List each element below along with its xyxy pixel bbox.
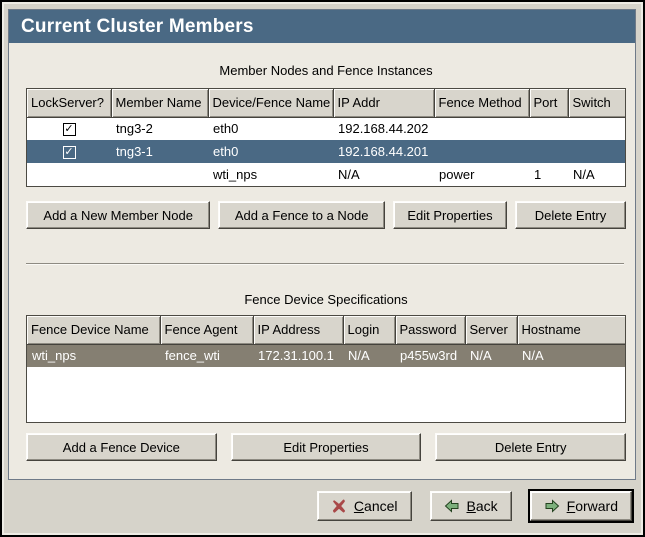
- column-header-server[interactable]: Server: [465, 316, 518, 345]
- table-cell: eth0: [213, 121, 239, 137]
- table-cell: [434, 117, 529, 140]
- delete-entry-button[interactable]: Delete Entry: [514, 201, 626, 229]
- table-cell: N/A: [470, 348, 492, 364]
- table-cell: 192.168.44.202: [338, 121, 429, 137]
- lockserver-checkbox[interactable]: ✓: [62, 146, 76, 160]
- table-cell: 172.31.100.1: [258, 348, 334, 364]
- column-header-ip-address[interactable]: IP Address: [253, 316, 344, 345]
- column-header-member-name[interactable]: Member Name: [111, 89, 209, 118]
- table-cell: N/A: [348, 348, 370, 364]
- back-arrow-icon: [444, 499, 458, 513]
- column-header-ip-addr[interactable]: IP Addr: [333, 89, 435, 118]
- table-cell: [434, 140, 529, 163]
- page-title: Current Cluster Members: [21, 15, 254, 37]
- table-cell: power: [439, 167, 475, 182]
- table-row[interactable]: ✓ tng3-2 eth0 192.168.44.202: [27, 117, 625, 140]
- add-a-fence-to-a-node-button[interactable]: Add a Fence to a Node: [218, 201, 385, 229]
- column-header-hostname[interactable]: Hostname: [517, 316, 625, 345]
- dialog-action-bar: Cancel Back Forward: [8, 481, 639, 531]
- cancel-button-label: Cancel: [353, 498, 398, 514]
- table-row[interactable]: wti_nps N/A power 1 N/A: [27, 163, 625, 186]
- table-cell: [111, 163, 208, 186]
- column-header-fence-agent[interactable]: Fence Agent: [160, 316, 254, 345]
- edit-properties-button[interactable]: Edit Properties: [392, 201, 507, 229]
- table-row[interactable]: wti_nps fence_wti 172.31.100.1 N/A p455w3rd N…: [27, 344, 625, 367]
- forward-arrow-icon: [545, 499, 559, 513]
- lockserver-checkbox[interactable]: ✓: [62, 123, 76, 137]
- lockserver-cell: ✓: [27, 117, 111, 140]
- column-header-login[interactable]: Login: [343, 316, 396, 345]
- fence-table-caption: Fence Device Specifications: [244, 292, 408, 307]
- back-button-label: Back: [466, 498, 498, 514]
- table-cell: p455w3rd: [400, 348, 458, 364]
- lockserver-cell: [27, 163, 111, 186]
- table-cell: 192.168.44.201: [338, 144, 429, 159]
- forward-button[interactable]: Forward: [527, 489, 635, 523]
- column-header-fence-device-name[interactable]: Fence Device Name: [27, 316, 161, 345]
- table-cell: 1: [534, 167, 542, 182]
- cancel-x-icon: [332, 499, 345, 513]
- table-cell: wti_nps: [32, 348, 77, 364]
- column-header-port[interactable]: Port: [529, 89, 569, 118]
- column-header-device-fence-name[interactable]: Device/Fence Name: [208, 89, 334, 118]
- table-cell: N/A: [573, 167, 595, 182]
- content-frame: Current Cluster Members Member Nodes and…: [8, 9, 636, 480]
- section-separator: [26, 263, 624, 265]
- table-cell: [568, 140, 625, 163]
- page-title-bar: Current Cluster Members: [9, 10, 635, 43]
- table-cell: fence_wti: [165, 348, 220, 364]
- column-header-switch[interactable]: Switch: [568, 89, 625, 118]
- edit-properties-button[interactable]: Edit Properties: [230, 433, 422, 461]
- fence-table-actions: Add a Fence Device Edit Properties Delete …: [26, 433, 627, 461]
- column-header-fence-method[interactable]: Fence Method: [434, 89, 530, 118]
- forward-button-label: Forward: [566, 498, 618, 514]
- table-cell: [568, 117, 625, 140]
- table-cell: tng3-1: [116, 144, 153, 159]
- add-a-fence-device-button[interactable]: Add a Fence Device: [26, 433, 217, 461]
- table-cell: N/A: [522, 348, 544, 364]
- table-cell: [529, 140, 568, 163]
- member-table-caption: Member Nodes and Fence Instances: [219, 63, 433, 78]
- table-cell: wti_nps: [213, 167, 258, 182]
- main-panel: Member Nodes and Fence Instances LockSer…: [9, 43, 635, 479]
- table-cell: tng3-2: [116, 121, 153, 137]
- cancel-button[interactable]: Cancel: [316, 491, 412, 521]
- add-a-new-member-node-button[interactable]: Add a New Member Node: [26, 201, 211, 229]
- table-cell: [529, 117, 568, 140]
- delete-entry-button[interactable]: Delete Entry: [435, 433, 627, 461]
- table-cell: eth0: [213, 144, 239, 159]
- table-row[interactable]: ✓ tng3-1 eth0 192.168.44.201: [27, 140, 625, 163]
- table-cell: N/A: [338, 167, 360, 182]
- back-button[interactable]: Back: [429, 491, 512, 521]
- lockserver-cell: ✓: [27, 140, 111, 163]
- column-header-password[interactable]: Password: [395, 316, 466, 345]
- column-header-lockserver[interactable]: LockServer?: [27, 89, 112, 118]
